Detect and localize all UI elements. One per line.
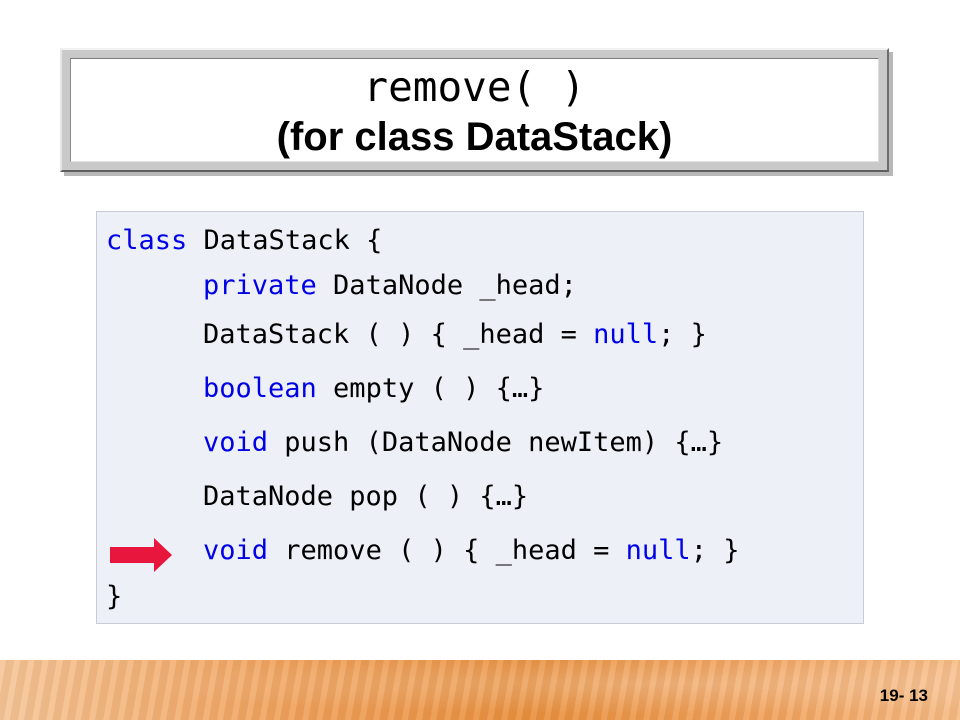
code-text: } [106,581,123,612]
keyword: private [203,270,317,301]
footer-band: 19- 13 [0,660,960,720]
code-text: remove ( ) { _head = [268,535,626,566]
right-arrow-icon [110,538,172,572]
code-text: DataNode _head; [316,270,577,301]
page-number: 19- 13 [879,686,928,705]
keyword: void [203,427,269,458]
slide-title-method: remove( ) [363,63,586,111]
code-line-empty: boolean empty ( ) {…} [203,372,544,406]
code-line-remove: void remove ( ) { _head = null; } [203,534,739,568]
code-text: DataStack ( ) { _head = [203,319,594,350]
code-line-constructor: DataStack ( ) { _head = null; } [203,318,707,352]
code-text: DataNode pop ( ) {…} [203,481,529,512]
code-text: push (DataNode newItem) {…} [268,427,724,458]
keyword: void [203,535,269,566]
footer-texture [0,660,960,720]
code-line-push: void push (DataNode newItem) {…} [203,426,723,460]
code-line-field: private DataNode _head; [203,269,577,303]
slide-title-frame: remove( ) (for class DataStack) [60,48,889,172]
keyword: class [106,225,188,256]
code-line-close-brace: } [106,580,122,614]
code-panel [96,211,864,624]
code-text: ; } [658,319,707,350]
code-line-pop: DataNode pop ( ) {…} [203,480,528,514]
code-text: ; } [690,535,740,566]
code-line-class-decl: class DataStack { [106,224,382,258]
keyword: null [625,535,691,566]
code-text: empty ( ) {…} [316,373,545,404]
keyword: null [593,319,659,350]
keyword: boolean [203,373,317,404]
code-text: DataStack { [187,225,383,256]
slide-title-panel: remove( ) (for class DataStack) [70,58,879,162]
slide-title-class: (for class DataStack) [276,115,673,159]
